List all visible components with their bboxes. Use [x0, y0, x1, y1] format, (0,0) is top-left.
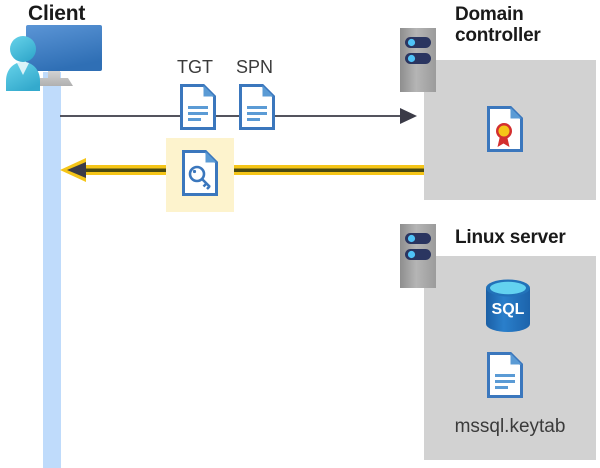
document-icon	[487, 352, 523, 398]
document-icon	[239, 84, 275, 130]
request-arrow	[60, 106, 417, 126]
user-at-computer-icon	[4, 22, 108, 94]
domain-controller-title-line2: controller	[455, 25, 541, 47]
domain-controller-title: Domain controller	[455, 4, 585, 47]
certificate-document-icon	[487, 106, 523, 152]
server-rack-icon	[400, 28, 436, 92]
tgt-label: TGT	[177, 57, 213, 77]
document-icon	[180, 84, 216, 130]
keytab-file-label: mssql.keytab	[454, 416, 566, 437]
client-title: Client	[28, 2, 86, 25]
key-document-icon	[182, 150, 218, 196]
svg-text:SQL: SQL	[492, 301, 525, 318]
server-rack-icon	[400, 224, 436, 288]
domain-controller-title-line1: Domain	[455, 4, 524, 25]
spn-label: SPN	[236, 57, 274, 77]
client-lifeline	[43, 72, 61, 468]
reply-arrow	[60, 157, 424, 183]
linux-server-title: Linux server	[455, 227, 566, 248]
sql-database-icon: SQL	[483, 278, 533, 334]
